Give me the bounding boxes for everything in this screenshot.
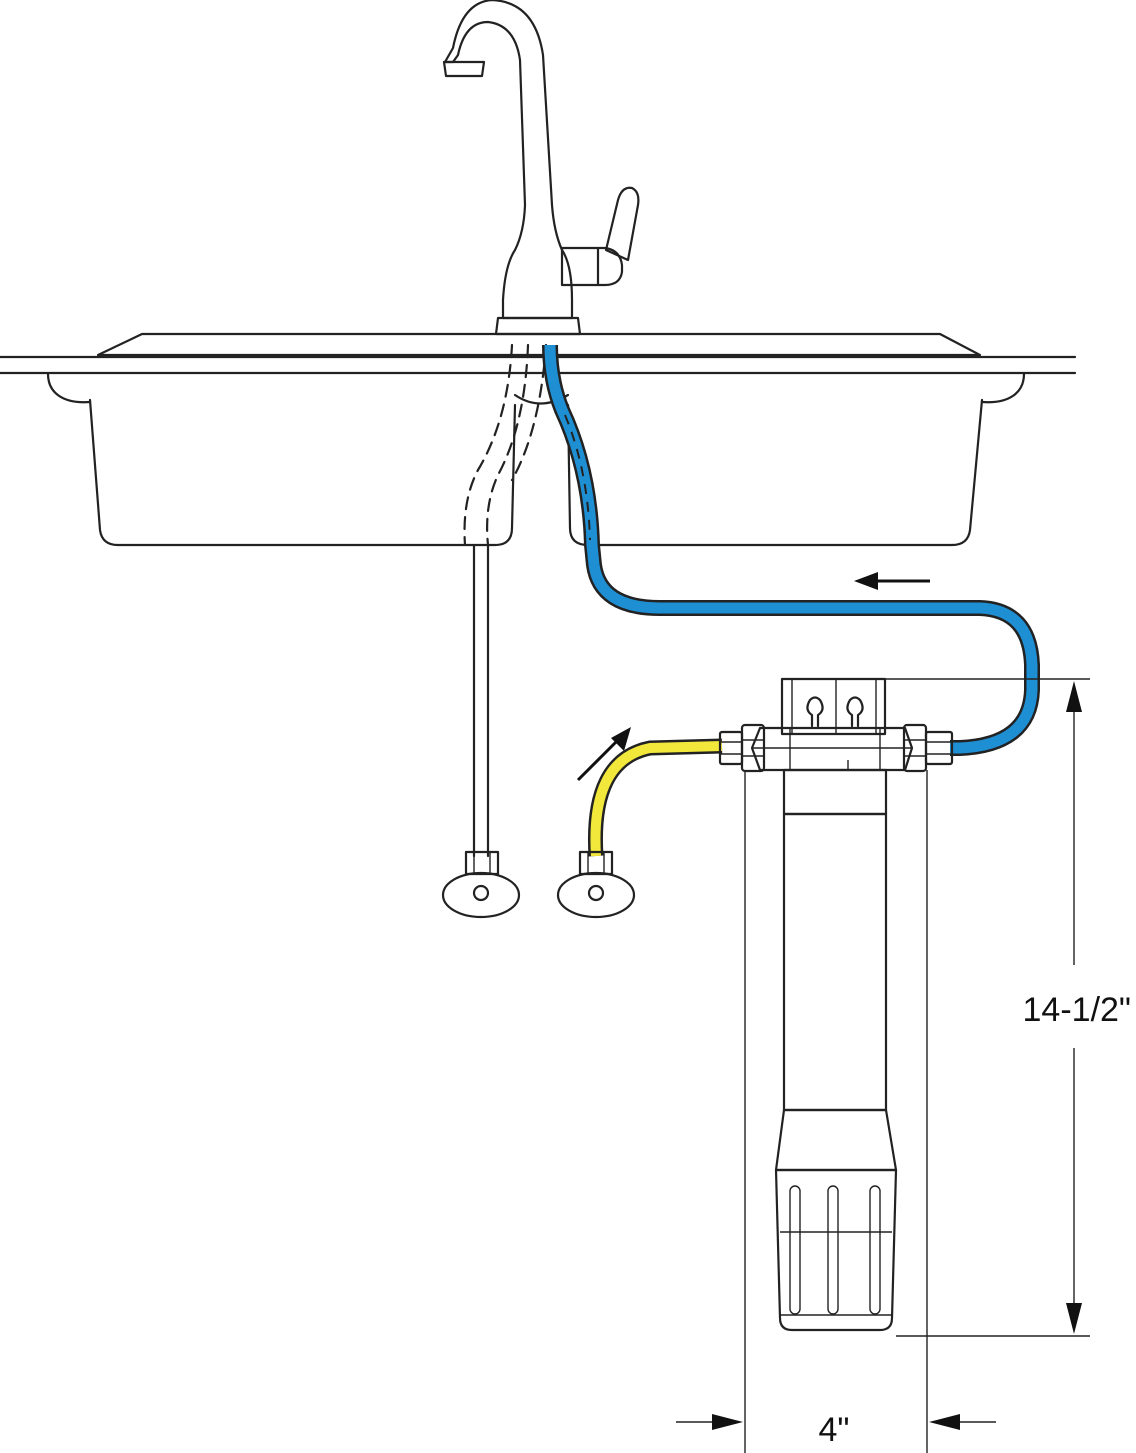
keyhole-slot-right	[846, 696, 864, 728]
sump-rib-2	[827, 1185, 839, 1315]
width-arrow-right	[929, 1414, 960, 1430]
sump-rib-1	[789, 1185, 801, 1315]
faucet-handle-lever	[604, 186, 640, 262]
hidden-supply-line-2	[486, 343, 530, 547]
inlet-tube	[578, 738, 723, 876]
arrow-left-icon	[854, 572, 930, 590]
filter-housing-body	[782, 812, 888, 1112]
sink	[0, 332, 1077, 547]
sink-right-lip	[980, 372, 1026, 404]
height-arrow-bottom	[1066, 1303, 1082, 1334]
outlet-tube	[542, 344, 1040, 756]
cold-supply	[556, 871, 636, 919]
sink-left-basin	[88, 398, 517, 547]
hot-water-shutoff-valve[interactable]	[441, 871, 521, 919]
arrow-up-right-icon	[576, 727, 631, 782]
faucet-base	[494, 316, 582, 336]
height-dimension-label: 14-1/2"	[1023, 991, 1131, 1029]
width-arrow-left	[712, 1414, 743, 1430]
width-dimension: 4"	[676, 770, 996, 1453]
hot-supply-nut	[464, 850, 500, 876]
mounting-bracket	[780, 677, 887, 736]
inlet-tube-valve-nut	[578, 850, 614, 876]
filter-housing-taper	[774, 1108, 898, 1172]
faucet-spout-tip	[442, 60, 486, 78]
keyhole-slot-left	[806, 696, 824, 728]
faucet-handle-hub	[560, 246, 624, 287]
inlet-tube-fill	[590, 741, 723, 857]
outlet-tube-fill	[544, 344, 1038, 754]
hot-supply	[441, 543, 521, 919]
sink-left-lip	[46, 372, 92, 404]
faucet	[442, 0, 640, 336]
sink-rim	[96, 332, 982, 357]
sink-right-basin	[566, 398, 984, 547]
filter-assembly	[718, 677, 954, 1332]
outlet-flow-arrow	[854, 572, 930, 590]
sump-rib-3	[869, 1185, 881, 1315]
outlet-tube-hidden-segment	[564, 414, 591, 541]
inlet-fitting	[718, 723, 766, 773]
cold-valve-stem	[587, 884, 605, 902]
height-arrow-top	[1066, 681, 1082, 712]
filter-housing-collar	[782, 768, 888, 816]
height-dimension: 14-1/2"	[885, 678, 1131, 1337]
cold-water-shutoff-valve[interactable]	[556, 871, 636, 919]
hidden-supply-line-1	[463, 343, 514, 547]
outlet-fitting	[902, 723, 954, 773]
outlet-tube-outline	[542, 344, 1040, 756]
filter-sump	[774, 1168, 898, 1332]
faucet-body	[443, 0, 574, 320]
inlet-flow-arrow	[576, 727, 631, 782]
width-dimension-label: 4"	[819, 1411, 850, 1449]
faucet-supply-lines-hidden	[463, 343, 548, 547]
hidden-supply-line-3	[510, 343, 548, 482]
hot-valve-stem	[472, 884, 490, 902]
